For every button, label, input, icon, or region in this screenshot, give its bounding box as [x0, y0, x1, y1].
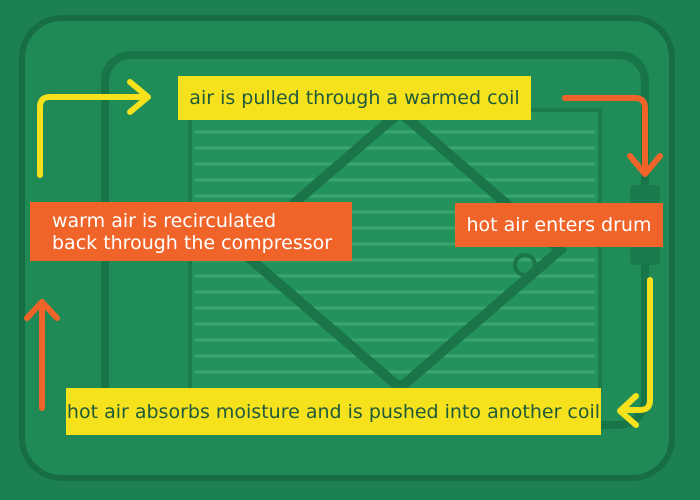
step-text: air is pulled through a warmed coil [189, 87, 520, 109]
step-air-pulled-through-coil: air is pulled through a warmed coil [178, 76, 531, 120]
step-text-line2: back through the compressor [52, 231, 333, 254]
step-absorbs-moisture: hot air absorbs moisture and is pushed i… [66, 388, 601, 435]
arrow-to-step2 [562, 95, 648, 175]
step-text: hot air enters drum [466, 214, 652, 236]
step-text: hot air absorbs moisture and is pushed i… [66, 400, 601, 423]
step-text-line1: warm air is recirculated [52, 209, 277, 232]
arrow-to-step1 [37, 94, 148, 178]
step-recirculated: warm air is recirculated back through th… [30, 202, 352, 261]
step-hot-air-enters-drum: hot air enters drum [455, 203, 663, 247]
arrow-to-step3 [619, 277, 653, 413]
